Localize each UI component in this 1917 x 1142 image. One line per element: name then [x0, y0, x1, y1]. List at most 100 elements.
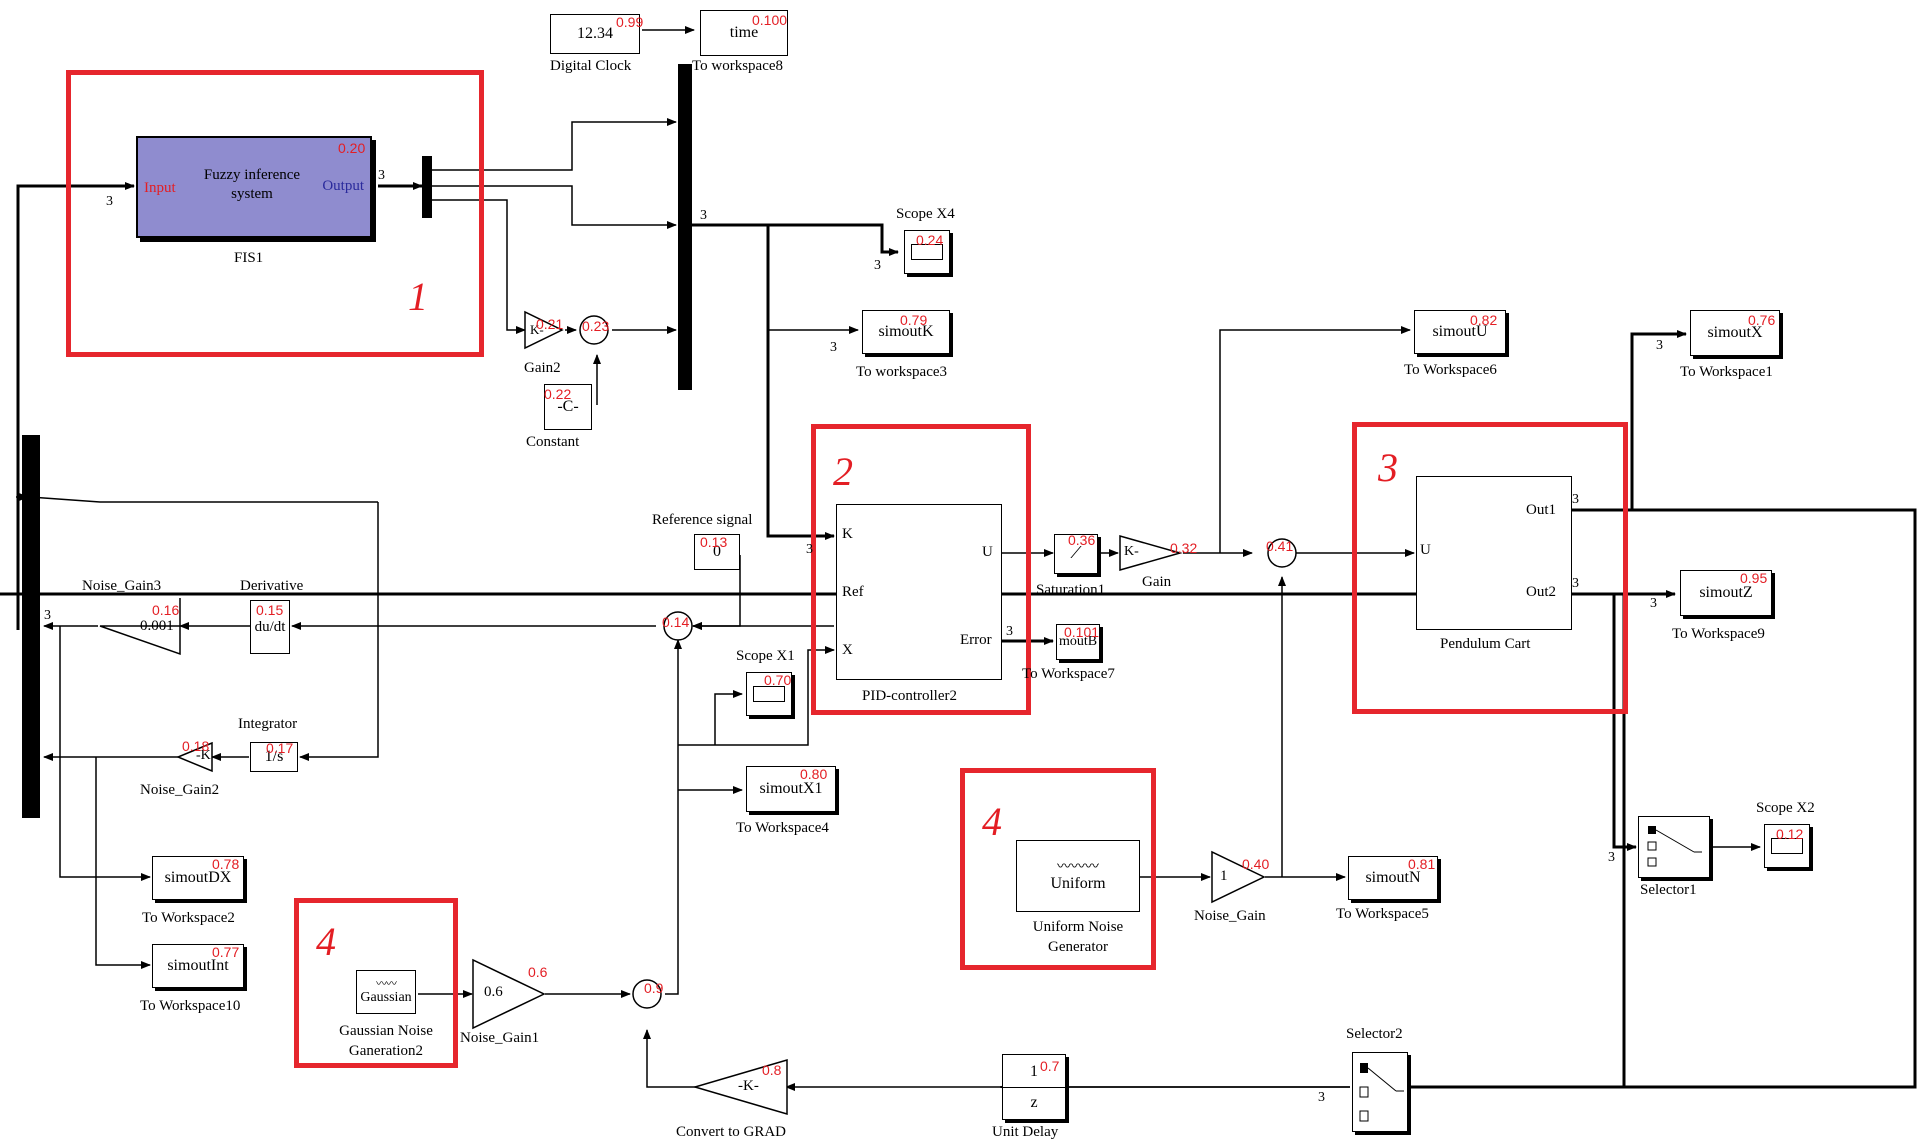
- to-workspace2-id: 0.78: [212, 856, 240, 872]
- integrator-label: Integrator: [238, 716, 298, 732]
- noise-gain2-triangle: [176, 741, 213, 773]
- digital-clock-label: Digital Clock: [550, 58, 632, 74]
- to-workspace4-block[interactable]: simoutX1: [746, 766, 836, 812]
- selector1-icon: [1647, 826, 1702, 867]
- to-workspace1-block[interactable]: simoutX: [1690, 310, 1780, 356]
- derivative-id: 0.15: [256, 602, 284, 618]
- constant-id: 0.22: [544, 386, 572, 402]
- scope-x4-block[interactable]: [904, 230, 950, 274]
- noise-gain2-display: -K: [196, 748, 211, 763]
- gaussian-noise-block[interactable]: 〰〰 Gaussian: [356, 970, 416, 1014]
- to-workspace8-block[interactable]: time: [700, 10, 788, 56]
- to-workspace8-id: 0.100: [752, 12, 788, 28]
- to-workspace9-dim: 3: [1650, 596, 1657, 611]
- saturation-block[interactable]: ⟋: [1054, 534, 1098, 574]
- to-workspace2-block[interactable]: simoutDX: [152, 856, 244, 900]
- pendulum-cart-block[interactable]: [1416, 476, 1572, 630]
- noise-gain2-label: Noise_Gain2: [140, 782, 220, 798]
- saturation-icon: ⟋: [1070, 545, 1082, 563]
- to-workspace7-block[interactable]: moutB: [1056, 624, 1100, 660]
- pid-controller-label: PID-controller2: [862, 688, 957, 704]
- noise-gain1-triangle: [472, 958, 546, 1030]
- fis-demux-bar[interactable]: [422, 156, 432, 218]
- gain2-id: 0.21: [536, 316, 564, 332]
- unit-delay-id: 0.7: [1040, 1058, 1060, 1074]
- to-workspace1-label: To Workspace1: [1680, 364, 1773, 380]
- frame-number-4-gaussian: 4: [316, 919, 336, 964]
- cart-out2: Out2: [1526, 584, 1556, 600]
- sum-9-circle: [632, 979, 662, 1009]
- digital-clock-block[interactable]: 12.34: [550, 14, 640, 54]
- scope-x4-dim: 3: [874, 258, 881, 273]
- to-workspace2-label: To Workspace2: [142, 910, 235, 926]
- selector2-label: Selector2: [1346, 1026, 1403, 1042]
- frame-number-4-uniform: 4: [982, 799, 1002, 844]
- noise-gain3-dim: 3: [44, 608, 51, 623]
- to-workspace7-id: 0.101: [1064, 624, 1100, 640]
- to-workspace9-block[interactable]: simoutZ: [1680, 570, 1772, 616]
- fis-output-dim: 3: [378, 168, 385, 183]
- sum14-id: 0.14: [662, 614, 690, 630]
- to-workspace3-label: To workspace3: [856, 364, 948, 380]
- left-mux-bar[interactable]: [22, 435, 40, 818]
- unit-delay-label: Unit Delay: [992, 1124, 1059, 1140]
- bus-dim-label: 3: [700, 208, 707, 223]
- gain-display: K-: [1124, 544, 1139, 559]
- gain-id: 0.32: [1170, 540, 1198, 556]
- to-workspace10-block[interactable]: simoutInt: [152, 944, 244, 988]
- fis-title: Fuzzy inference system: [203, 167, 301, 202]
- noise-gain-triangle: [1211, 850, 1266, 904]
- frame-4-uniform: [960, 768, 1156, 970]
- to-workspace9-id: 0.95: [1740, 570, 1768, 586]
- to-workspace5-block[interactable]: simoutN: [1348, 856, 1438, 900]
- bus-mux-bar[interactable]: [678, 64, 692, 390]
- scope-x2-label: Scope X2: [1756, 800, 1815, 816]
- selector1-block[interactable]: [1638, 816, 1710, 878]
- pid-error-dim: 3: [1006, 624, 1013, 639]
- scope-x4-id: 0.24: [916, 232, 944, 248]
- cart-in-u: U: [1420, 542, 1431, 558]
- integrator-id: 0.17: [266, 740, 294, 756]
- grad-id: 0.8: [762, 1062, 782, 1078]
- derivative-label: Derivative: [240, 578, 304, 594]
- reference-signal-block[interactable]: 0: [694, 534, 740, 570]
- pid-controller-block[interactable]: [836, 504, 1002, 680]
- scope-x1-block[interactable]: [746, 672, 792, 716]
- sum-14-circle: [663, 611, 693, 641]
- constant-block[interactable]: -C-: [544, 384, 592, 430]
- sum9-id: 0.9: [644, 980, 664, 996]
- to-workspace6-label: To Workspace6: [1404, 362, 1497, 378]
- to-workspace10-label: To Workspace10: [140, 998, 241, 1014]
- to-workspace3-block[interactable]: simoutK: [862, 310, 950, 354]
- unit-delay-block[interactable]: 1 z: [1002, 1054, 1066, 1120]
- sum-23-circle: [579, 315, 609, 345]
- integrator-block[interactable]: 1/s: [250, 742, 298, 772]
- derivative-block[interactable]: du/dt: [250, 600, 290, 654]
- gain2-triangle: [524, 310, 564, 350]
- grad-display: -K-: [738, 1078, 759, 1094]
- scope-x2-screen-icon: [1771, 838, 1803, 854]
- uniform-noise-wave-icon: 〰〰〰: [1057, 859, 1099, 875]
- scope-x2-block[interactable]: [1764, 824, 1810, 868]
- selector2-block[interactable]: [1352, 1052, 1408, 1132]
- saturation-id: 0.36: [1068, 532, 1096, 548]
- uniform-noise-block[interactable]: 〰〰〰 Uniform: [1016, 840, 1140, 912]
- to-workspace6-block[interactable]: simoutU: [1414, 310, 1506, 354]
- noise-gain-id: 0.40: [1242, 856, 1270, 872]
- noise-gain-display: 1: [1220, 868, 1228, 884]
- to-workspace9-label: To Workspace9: [1672, 626, 1765, 642]
- to-workspace3-id: 0.79: [900, 312, 928, 328]
- to-workspace7-label: To Workspace7: [1022, 666, 1115, 682]
- uniform-noise-label: Uniform Noise Generator: [1032, 919, 1124, 955]
- scope-x1-screen-icon: [753, 686, 785, 702]
- noise-gain-label: Noise_Gain: [1194, 908, 1266, 924]
- to-workspace5-label: To Workspace5: [1336, 906, 1429, 922]
- noise-gain3-label: Noise_Gain3: [82, 578, 162, 594]
- noise-gain3-triangle: [99, 598, 181, 656]
- frame-number-2: 2: [833, 449, 853, 494]
- scope-x2-id: 0.12: [1776, 826, 1804, 842]
- pid-port-x: X: [842, 642, 853, 658]
- fuzzy-inference-block[interactable]: Fuzzy inference system Input Output: [136, 136, 372, 238]
- scope-x1-id: 0.70: [764, 672, 792, 688]
